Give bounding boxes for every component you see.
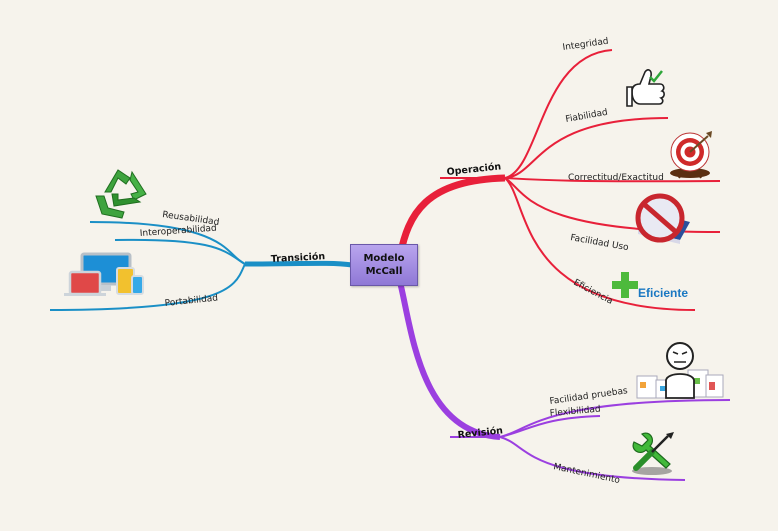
transicion-main-connector <box>244 260 353 268</box>
central-title-line2: McCall <box>365 266 403 277</box>
transicion-label[interactable]: Transición <box>271 251 326 265</box>
connector-mantenimiento <box>499 436 686 481</box>
recycle-icon <box>95 169 147 219</box>
target-icon <box>670 131 712 179</box>
item-eficiencia[interactable]: Eficiencia <box>572 278 615 307</box>
connector-portabilidad <box>49 263 246 311</box>
eficiente-text: Eficiente <box>638 286 688 300</box>
item-facilidad-pruebas[interactable]: Facilidad pruebas <box>549 386 629 407</box>
branch-transicion <box>49 221 353 311</box>
connector-integridad <box>504 49 613 179</box>
branch-operacion <box>396 49 721 311</box>
wrench-screwdriver-icon <box>632 432 674 475</box>
central-title-line1: Modelo <box>363 253 405 264</box>
connector-interoperabilidad <box>114 238 246 265</box>
devices-icon <box>64 252 144 296</box>
branch-revision <box>397 281 731 481</box>
connector-correctitud <box>504 177 721 183</box>
item-portabilidad[interactable]: Portabilidad <box>164 293 218 309</box>
revision-main-connector <box>397 281 501 440</box>
item-flexibilidad[interactable]: Flexibilidad <box>549 405 601 419</box>
item-facilidad-uso[interactable]: Facilidad Uso <box>569 233 629 253</box>
connector-facilidad-pruebas <box>499 399 731 438</box>
thumbs-up-check-icon <box>626 69 665 107</box>
revision-label[interactable]: Revisión <box>457 425 504 441</box>
connector-fiabilidad <box>504 117 669 179</box>
operacion-main-connector <box>396 174 506 257</box>
item-fiabilidad[interactable]: Fiabilidad <box>565 108 609 125</box>
efficient-plus-icon: Eficiente <box>612 272 688 300</box>
item-mantenimiento[interactable]: Mantenimiento <box>552 462 621 486</box>
item-correctitud[interactable]: Correctitud/Exactitud <box>568 173 664 183</box>
connector-flexibilidad <box>499 415 601 438</box>
no-entry-book-icon <box>635 193 690 244</box>
connector-eficiencia <box>504 177 696 311</box>
tester-icon <box>636 342 724 399</box>
central-node[interactable]: Modelo McCall <box>350 244 418 286</box>
